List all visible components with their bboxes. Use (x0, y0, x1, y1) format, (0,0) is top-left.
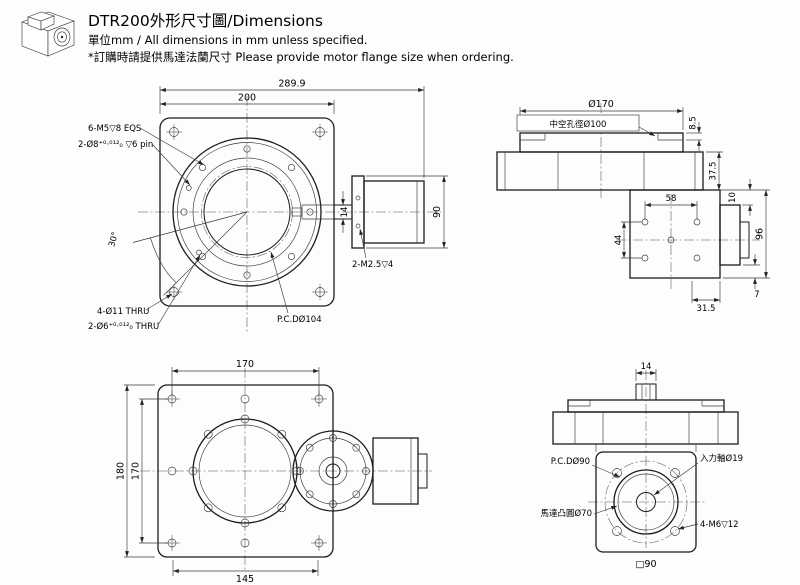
dim-flange-width-315: 31.5 (697, 304, 716, 314)
coupling (635, 383, 657, 401)
header: DTR200外形尺寸圖/Dimensions 單位mm / All dimens… (88, 12, 514, 64)
dim-body-height-96: 96 (755, 228, 766, 240)
dim-overall-width: 289.9 (278, 79, 305, 90)
label-hollow-bore: 中空孔徑Ø100 (550, 119, 607, 130)
motor-flange-plate (595, 451, 697, 553)
bottom-opening-circle (192, 418, 298, 524)
bottom-view: 170 180 170 145 (116, 359, 432, 585)
label-square-size: □90 (635, 559, 656, 570)
input-shaft-circle (636, 492, 656, 512)
label-thru-holes: 4-Ø11 THRU (97, 306, 149, 317)
dim-adapter-height: 90 (432, 206, 443, 218)
label-tapped-holes: 6-M5▽8 EQS (88, 124, 141, 134)
label-pin-holes: 2-Ø8⁺⁰·⁰¹²₀ ▽6 pin (78, 139, 153, 150)
dim-bottom-span: 145 (236, 574, 254, 585)
thumb-right-face (47, 20, 75, 57)
angle-construction (132, 211, 248, 296)
front-view-callouts: 6-M5▽8 EQS 2-Ø8⁺⁰·⁰¹²₀ ▽6 pin 4-Ø11 THRU… (78, 124, 393, 332)
label-dowel-holes: 2-Ø6⁺⁰·⁰¹²₀ THRU (88, 321, 159, 332)
dim-hole-span-top: 170 (236, 359, 254, 370)
rotary-table-outer-circle (172, 137, 322, 287)
dim-body-width: 200 (238, 93, 256, 104)
label-motor-boss: 馬達凸圓Ø70 (540, 508, 592, 519)
flange-mount-holes (612, 468, 680, 536)
motor-view-callouts: P.C.DØ90 入力軸Ø19 馬達凸圓Ø70 4-M6▽12 □90 (540, 453, 743, 570)
motor-boss-circle (613, 469, 679, 535)
thumb-rotary-face (53, 27, 71, 47)
dim-step-85: 8.5 (689, 116, 699, 130)
label-input-shaft: 入力軸Ø19 (700, 453, 743, 464)
pcd-circle (201, 166, 293, 258)
motor-view: 14 P.C.DØ90 入力軸Ø19 馬達凸圓Ø70 4-M6▽12 □90 (540, 362, 743, 570)
product-thumbnail (21, 11, 75, 57)
motor-body (363, 180, 425, 244)
dim-hole-span-58: 58 (666, 194, 677, 204)
motor-adapter-side (291, 175, 425, 249)
units-note: 單位mm / All dimensions in mm unless speci… (88, 33, 368, 47)
dim-table-diameter: Ø170 (588, 99, 614, 110)
ordering-note: *訂購時請提供馬達法蘭尺寸 Please provide motor flang… (88, 50, 514, 64)
table-slab-motor-side (552, 411, 739, 445)
dim-coupling-width: 14 (641, 362, 652, 372)
front-view-dimensions: 289.9 200 90 14 30° (107, 79, 448, 249)
label-pcd-104: P.C.DØ104 (277, 314, 322, 325)
base-plate-holes (164, 391, 327, 551)
dim-plate-height: 180 (116, 462, 127, 480)
dim-flange-step-10: 10 (728, 192, 738, 203)
front-view: 289.9 200 90 14 30° 6-M5▽8 EQS 2-Ø8⁺⁰·⁰¹… (78, 79, 448, 334)
motor-flange-side (719, 204, 741, 266)
label-pcd-90: P.C.DØ90 (551, 456, 590, 467)
dim-shaft-width: 14 (340, 207, 350, 218)
side-view: Ø170 中空孔徑Ø100 8.5 37.5 58 44 (496, 99, 770, 314)
page-title: DTR200外形尺寸圖/Dimensions (88, 12, 323, 30)
hollow-bore-label-box (516, 114, 640, 132)
dim-hole-span-left: 170 (131, 462, 142, 480)
raised-table (519, 132, 684, 153)
corner-mounting-holes (166, 124, 328, 300)
table-slab (496, 151, 704, 191)
label-adapter-screws: 2-M2.5▽4 (352, 260, 393, 270)
hollow-bore-circle (203, 168, 291, 256)
dim-angle: 30° (107, 231, 121, 248)
pcd90-circle (604, 460, 688, 544)
label-mount-holes: 4-M6▽12 (700, 520, 739, 530)
dim-hole-span-44: 44 (614, 235, 624, 246)
dim-table-thickness: 37.5 (709, 162, 719, 181)
adapter-bottom-view (292, 430, 428, 512)
bottom-view-dimensions: 170 180 170 145 (116, 359, 320, 585)
base-plate-outline (157, 384, 334, 558)
dim-bottom-step-7: 7 (754, 290, 759, 300)
